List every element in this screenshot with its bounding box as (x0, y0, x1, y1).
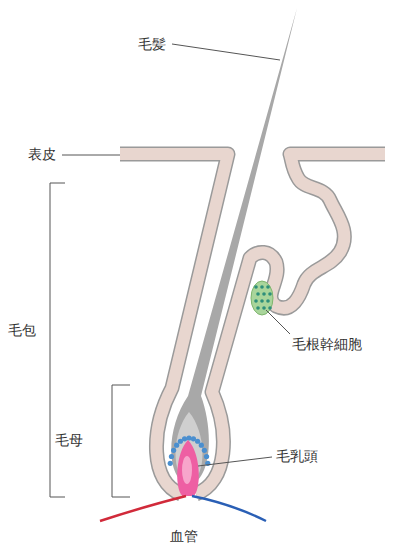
papilla-label: 毛乳頭 (276, 448, 318, 465)
follicle-label: 毛包 (8, 322, 36, 339)
matrix-cell (186, 435, 191, 440)
epidermis-label: 表皮 (28, 146, 56, 163)
leader-lines (62, 44, 290, 466)
brackets (50, 183, 130, 497)
blood-vessel-blue (192, 496, 266, 521)
hair-shaft (171, 8, 297, 486)
matrix-cell (169, 454, 174, 459)
matrix-label: 毛母 (55, 432, 83, 449)
stem-cell (260, 285, 264, 289)
stem-cell (266, 299, 270, 303)
hair-label: 毛髪 (138, 36, 166, 53)
matrix-cell (202, 448, 207, 453)
matrix-cell (171, 448, 176, 453)
stem-cell (268, 306, 272, 310)
matrix-cell (182, 436, 187, 441)
stem-cell (254, 299, 258, 303)
papilla-highlight (182, 456, 192, 484)
vessel-label: 血管 (170, 528, 198, 545)
dermal-papilla (177, 440, 199, 496)
follicle-wall (120, 154, 385, 494)
stem-cell (254, 285, 258, 289)
stem-cell (268, 292, 272, 296)
matrix-cell (199, 443, 204, 448)
stem-cell (262, 292, 266, 296)
stem-cell (256, 292, 260, 296)
stem-cell (256, 306, 260, 310)
matrix-cell (204, 454, 209, 459)
blood-vessel-red (100, 496, 186, 521)
stem-cells (254, 285, 272, 310)
stem-cell (262, 306, 266, 310)
matrix-cell (195, 439, 200, 444)
matrix-cell (174, 443, 179, 448)
matrix-cell (168, 461, 173, 466)
stem-cell-cluster (251, 281, 273, 315)
stem-cell (260, 299, 264, 303)
stem-cell (266, 285, 270, 289)
stem-cell-label: 毛根幹細胞 (292, 336, 362, 353)
